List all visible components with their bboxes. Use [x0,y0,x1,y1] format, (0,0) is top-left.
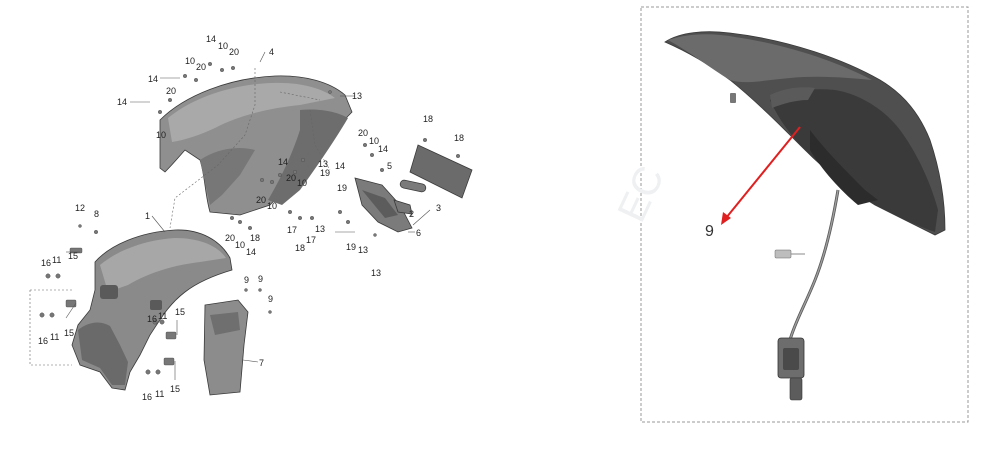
callout-label: 11 [158,311,167,321]
callout-label: 10 [369,136,379,146]
callout-label: 20 [196,62,206,72]
callout-label: 15 [175,307,185,317]
callout-label: 13 [318,159,328,169]
callout-labels: 14 10 20 10 20 4 14 20 10 14 13 20 10 14… [38,34,464,402]
callout-label: 5 [387,161,392,171]
callout-label: 14 [335,161,345,171]
callout-label: 11 [50,332,59,342]
callout-label: 18 [295,243,305,253]
callout-label: 15 [68,251,78,261]
callout-label: 20 [256,195,266,205]
callout-label: 16 [142,392,152,402]
callout-label: 6 [416,228,421,238]
callout-label: 19 [320,168,330,178]
assembly-line [169,68,256,229]
assembly-line [279,91,321,101]
exploded-view: 14 10 20 10 20 4 14 20 10 14 13 20 10 14… [29,34,473,402]
callout-label: 4 [269,47,274,57]
callout-label: 9 [258,274,263,284]
callout-label: 14 [278,157,288,167]
callout-label: 14 [206,34,216,44]
callout-label: 20 [229,47,239,57]
callout-label: 7 [259,358,264,368]
callout-label: 3 [436,203,441,213]
plate-light [393,199,413,215]
callout-label: 10 [297,178,307,188]
callout-label: 17 [306,235,316,245]
callout-label: 9 [244,275,249,285]
reflector [399,179,427,193]
license-plate [409,144,473,199]
callout-label: 14 [246,247,256,257]
watermark: EC [610,160,673,229]
callout-label: 15 [170,384,180,394]
callout-label: 1 [145,211,150,221]
assembly-line [29,290,72,366]
callout-label: 14 [148,74,158,84]
callout-label: 13 [371,268,381,278]
callout-label: 20 [225,233,235,243]
callout-label: 20 [358,128,368,138]
callout-label: 20 [166,86,176,96]
callout-label: 11 [155,389,164,399]
callout-label: 16 [41,258,51,268]
callout-label: 2 [409,209,414,219]
pointer-arrow [721,126,801,225]
detail-frame [640,6,969,423]
callout-label: 16 [38,336,48,346]
callout-label: 8 [94,209,99,219]
callout-label: 19 [346,242,356,252]
callout-label: 16 [147,314,157,324]
callout-label: 13 [315,224,325,234]
callout-label: 20 [286,173,296,183]
callout-label: 14 [117,97,127,107]
callout-label: 10 [185,56,195,66]
rear-fender-lower [71,229,233,391]
leader-lines [65,51,431,380]
callout-label: 12 [75,203,85,213]
callout-label: 10 [267,201,277,211]
callout-label: 18 [454,133,464,143]
rear-fender-upper [159,75,353,216]
tail-light-assembly [664,31,946,236]
detail-callout-label: 9 [705,223,714,240]
callout-label: 9 [268,294,273,304]
plate-bracket [203,299,249,396]
callout-label: 13 [358,245,368,255]
callout-label: 18 [423,114,433,124]
callout-label: 17 [287,225,297,235]
callout-label: 15 [64,328,74,338]
callout-label: 18 [250,233,260,243]
callout-label: 11 [52,255,61,265]
callout-label: 10 [218,41,228,51]
callout-label: 13 [352,91,362,101]
wiring-harness [774,189,840,401]
detail-view: EC 9 [610,6,969,423]
callout-label: 19 [337,183,347,193]
callout-label: 10 [156,130,166,140]
fasteners [39,62,461,375]
cable-clip [774,249,792,259]
callout-label: 10 [235,240,245,250]
callout-label: 14 [378,144,388,154]
plate-holder-bracket [354,177,413,233]
